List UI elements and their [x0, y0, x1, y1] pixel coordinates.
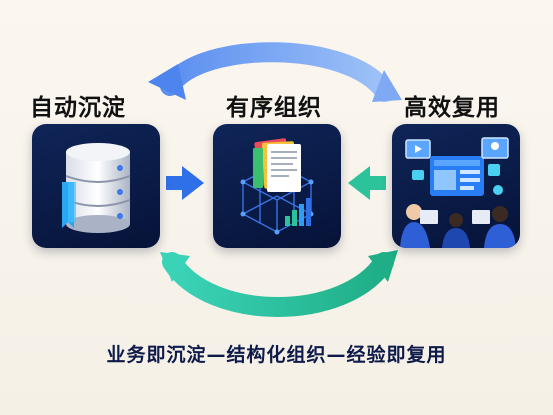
step-title-auto-accumulate: 自动沉淀 — [30, 95, 126, 121]
workflow-caption: 业务即沉淀—结构化组织—经验即复用 — [106, 344, 447, 366]
step-card-collaboration — [392, 124, 520, 248]
team-collaboration-icon — [400, 137, 516, 248]
bottom-cycle-arrow — [162, 252, 394, 317]
step-title-organize: 有序组织 — [226, 95, 322, 121]
arrow-right-blue-icon — [166, 166, 204, 200]
organized-documents-icon — [240, 138, 314, 235]
step-card-documents — [213, 124, 341, 248]
top-cycle-arrow — [160, 42, 395, 102]
step-card-database — [32, 124, 160, 248]
top-cycle-arrow-head-right — [372, 70, 402, 102]
bottom-cycle-arrow-head-right — [368, 250, 398, 282]
step-title-reuse: 高效复用 — [404, 95, 500, 121]
database-icon — [62, 143, 131, 233]
bottom-cycle-arrow-head-left — [160, 252, 190, 282]
top-cycle-arrow-head-left — [148, 64, 186, 100]
arrow-left-green-icon — [348, 166, 386, 200]
